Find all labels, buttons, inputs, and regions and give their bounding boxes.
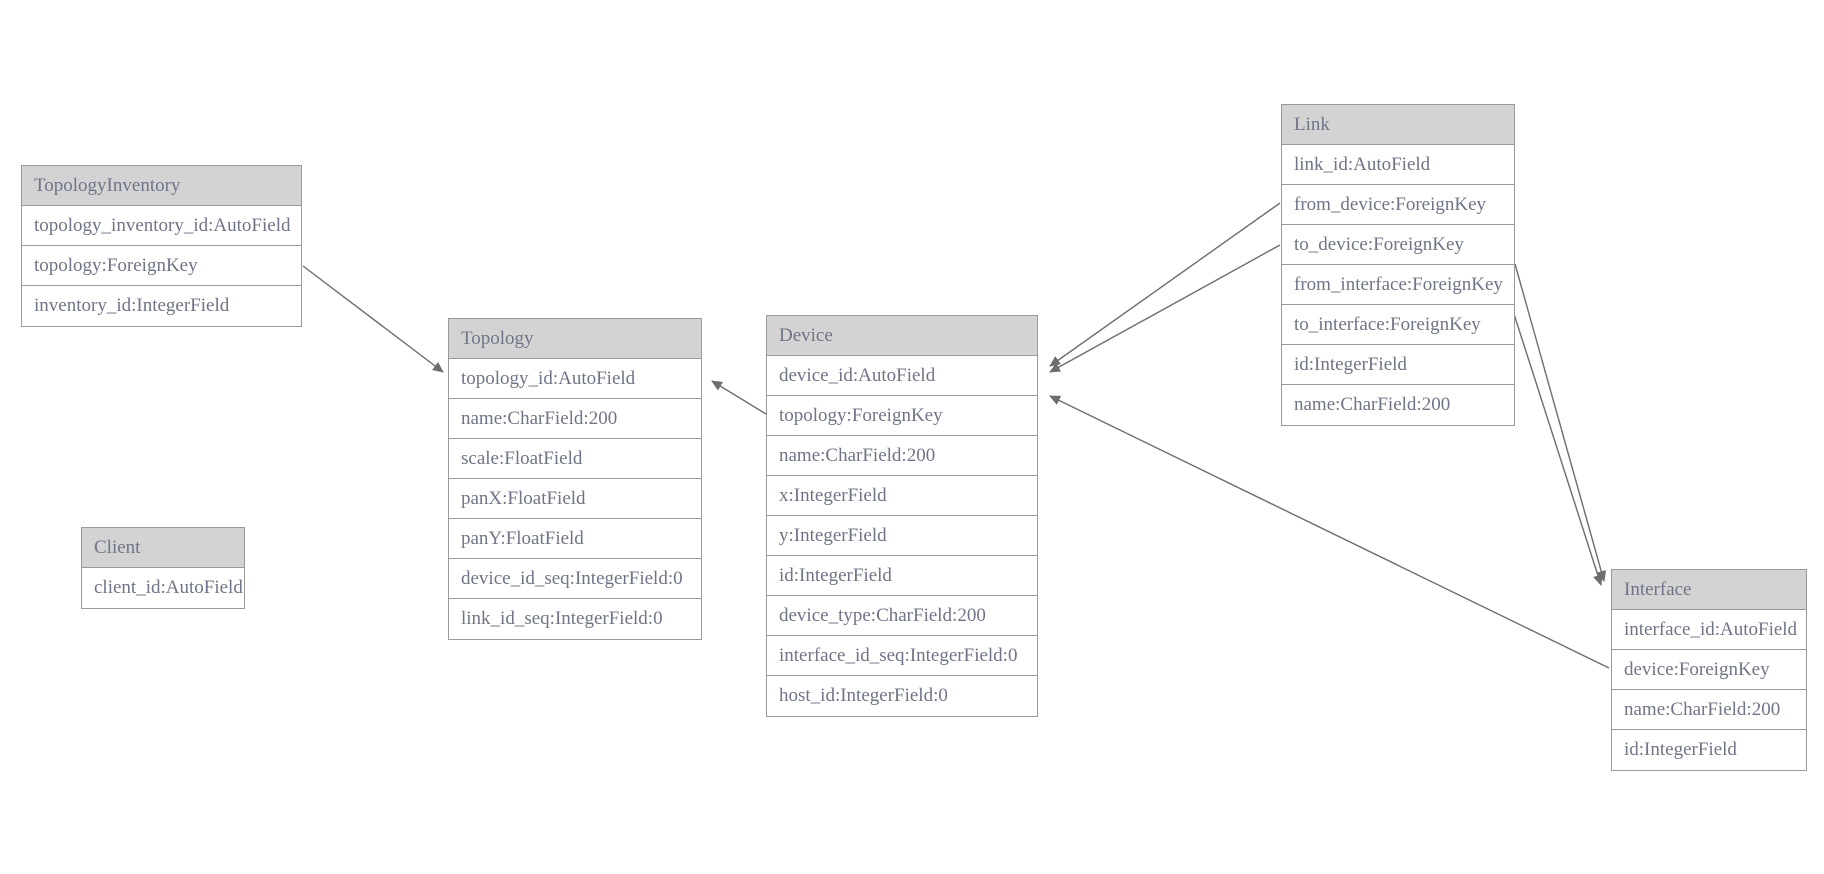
entity-title-device: Device: [767, 316, 1037, 356]
entity-field[interactable]: from_interface:ForeignKey: [1282, 265, 1514, 305]
entity-field[interactable]: link_id:AutoField: [1282, 145, 1514, 185]
entity-field[interactable]: x:IntegerField: [767, 476, 1037, 516]
entity-title-interface: Interface: [1612, 570, 1806, 610]
entity-field[interactable]: link_id_seq:IntegerField:0: [449, 599, 701, 639]
entity-field[interactable]: panX:FloatField: [449, 479, 701, 519]
entity-title-link: Link: [1282, 105, 1514, 145]
entity-field[interactable]: interface_id:AutoField: [1612, 610, 1806, 650]
entity-title-topologyinventory: TopologyInventory: [22, 166, 301, 206]
edge-device-topology: [711, 380, 767, 415]
entity-field[interactable]: panY:FloatField: [449, 519, 701, 559]
edge-link-from-interface: [1514, 263, 1607, 582]
entity-title-topology: Topology: [449, 319, 701, 359]
entity-field[interactable]: device_id:AutoField: [767, 356, 1037, 396]
entity-field[interactable]: topology:ForeignKey: [767, 396, 1037, 436]
entity-field[interactable]: device_id_seq:IntegerField:0: [449, 559, 701, 599]
entity-field[interactable]: name:CharField:200: [1282, 385, 1514, 425]
entity-field[interactable]: host_id:IntegerField:0: [767, 676, 1037, 716]
edge-interface-device: [1049, 395, 1610, 669]
entity-field[interactable]: client_id:AutoField: [82, 568, 244, 608]
entity-field[interactable]: id:IntegerField: [1612, 730, 1806, 770]
entity-field[interactable]: topology_inventory_id:AutoField: [22, 206, 301, 246]
entity-field[interactable]: name:CharField:200: [767, 436, 1037, 476]
entity-field[interactable]: y:IntegerField: [767, 516, 1037, 556]
edge-topologyinventory-topology: [302, 265, 444, 373]
entity-field[interactable]: name:CharField:200: [449, 399, 701, 439]
entity-field[interactable]: topology_id:AutoField: [449, 359, 701, 399]
entity-field[interactable]: device_type:CharField:200: [767, 596, 1037, 636]
entity-field[interactable]: topology:ForeignKey: [22, 246, 301, 286]
edge-link-to-interface: [1504, 285, 1603, 586]
entity-field[interactable]: id:IntegerField: [1282, 345, 1514, 385]
edge-link-to-device: [1049, 244, 1281, 373]
entity-title-client: Client: [82, 528, 244, 568]
entity-field[interactable]: to_interface:ForeignKey: [1282, 305, 1514, 345]
entity-field[interactable]: interface_id_seq:IntegerField:0: [767, 636, 1037, 676]
entity-field[interactable]: scale:FloatField: [449, 439, 701, 479]
entity-field[interactable]: from_device:ForeignKey: [1282, 185, 1514, 225]
edge-link-from-device: [1049, 202, 1281, 367]
entity-field[interactable]: to_device:ForeignKey: [1282, 225, 1514, 265]
entity-field[interactable]: inventory_id:IntegerField: [22, 286, 301, 326]
entity-field[interactable]: device:ForeignKey: [1612, 650, 1806, 690]
entity-field[interactable]: id:IntegerField: [767, 556, 1037, 596]
entity-field[interactable]: name:CharField:200: [1612, 690, 1806, 730]
